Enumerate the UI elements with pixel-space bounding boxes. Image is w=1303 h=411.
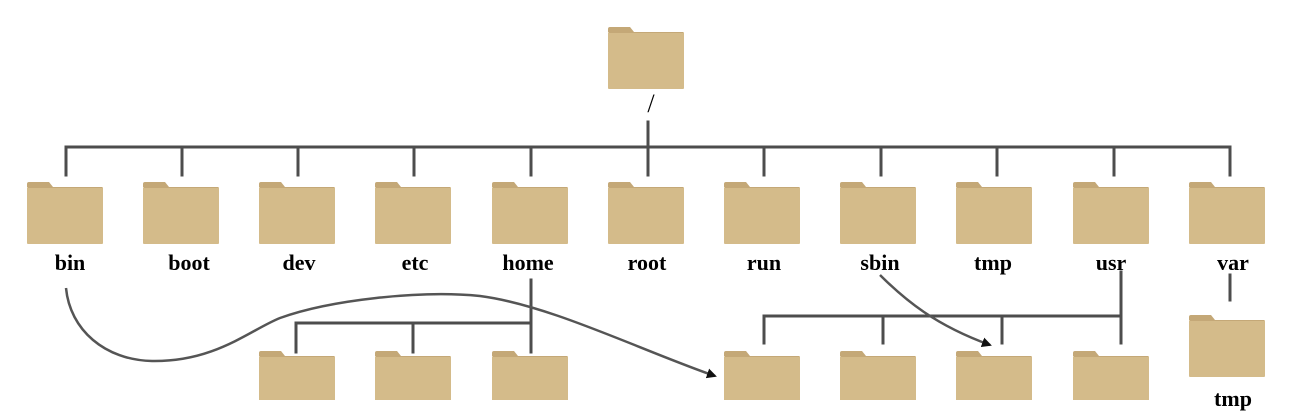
folder-tab	[840, 351, 866, 356]
folder-tab	[375, 351, 401, 356]
usr-child-folder-icon-1	[724, 351, 800, 411]
filesystem-tree-diagram: / bin boot dev etc home root run sbin tm…	[27, 27, 1265, 411]
usr-child-folder-icon-3	[956, 351, 1032, 411]
home-child-folder-icon-1	[259, 351, 335, 411]
folder-body	[840, 187, 916, 244]
root-folder-icon	[608, 27, 684, 89]
folder-tab	[1073, 351, 1099, 356]
var-child-folder-icon-tmp	[1189, 315, 1265, 377]
folder-tab	[27, 182, 53, 187]
folder-icon-bin	[27, 182, 103, 244]
folder-tab	[259, 182, 285, 187]
home-child-folder-icon-3	[492, 351, 568, 411]
folder-tab	[259, 351, 285, 356]
folder-icon-var	[1189, 182, 1265, 244]
folder-body	[840, 356, 916, 411]
folder-icon-sbin	[840, 182, 916, 244]
folder-body	[1189, 320, 1265, 377]
dir-label-var-tmp: tmp	[1214, 386, 1252, 411]
folder-tab	[840, 182, 866, 187]
root-directory-label: /	[647, 89, 655, 118]
folder-body	[608, 187, 684, 244]
folder-icon-home	[492, 182, 568, 244]
usr-child-folder-icon-4	[1073, 351, 1149, 411]
usr-child-folder-icon-2	[840, 351, 916, 411]
folder-body	[724, 187, 800, 244]
symlink-arrow-sbin-to-usr-sbin	[879, 274, 992, 347]
symlink-arrow-bin-to-usr-bin	[64, 287, 717, 379]
folder-tab	[1073, 182, 1099, 187]
folder-tab	[956, 351, 982, 356]
folder-body	[143, 187, 219, 244]
dir-label-var: var	[1217, 250, 1249, 275]
folder-body	[956, 187, 1032, 244]
folder-icon-etc	[375, 182, 451, 244]
dir-label-boot: boot	[168, 250, 210, 275]
folder-body	[608, 32, 684, 89]
folder-body	[27, 187, 103, 244]
folder-tab	[724, 182, 750, 187]
folder-tab	[608, 182, 634, 187]
folder-tab	[1189, 315, 1215, 320]
folder-body	[956, 356, 1032, 411]
folder-icon-usr	[1073, 182, 1149, 244]
dir-label-bin: bin	[54, 250, 86, 275]
folder-icon-dev	[259, 182, 335, 244]
folder-body	[375, 187, 451, 244]
dir-label-home: home	[502, 250, 554, 275]
folder-tab	[956, 182, 982, 187]
dir-label-run: run	[746, 250, 782, 275]
dir-label-root: root	[627, 250, 667, 275]
dir-label-usr: usr	[1095, 250, 1127, 275]
folder-tab	[143, 182, 169, 187]
folder-tab	[724, 351, 750, 356]
folder-body	[492, 356, 568, 411]
folder-body	[375, 356, 451, 411]
folder-icon-root	[608, 182, 684, 244]
folder-body	[259, 187, 335, 244]
folder-tab	[492, 182, 518, 187]
dir-label-etc: etc	[401, 250, 429, 275]
folder-icon-boot	[143, 182, 219, 244]
dir-label-tmp: tmp	[974, 250, 1012, 275]
folder-body	[1073, 187, 1149, 244]
folder-tab	[492, 351, 518, 356]
folder-tab	[1189, 182, 1215, 187]
folder-body	[492, 187, 568, 244]
dir-label-dev: dev	[282, 250, 316, 275]
folder-tab	[608, 27, 634, 32]
home-child-folder-icon-2	[375, 351, 451, 411]
folder-icon-tmp	[956, 182, 1032, 244]
folder-body	[259, 356, 335, 411]
folder-icon-run	[724, 182, 800, 244]
folder-tab	[375, 182, 401, 187]
folder-body	[724, 356, 800, 411]
dir-label-sbin: sbin	[860, 250, 900, 275]
tree-canvas	[27, 27, 1265, 411]
folder-body	[1189, 187, 1265, 244]
folder-body	[1073, 356, 1149, 411]
